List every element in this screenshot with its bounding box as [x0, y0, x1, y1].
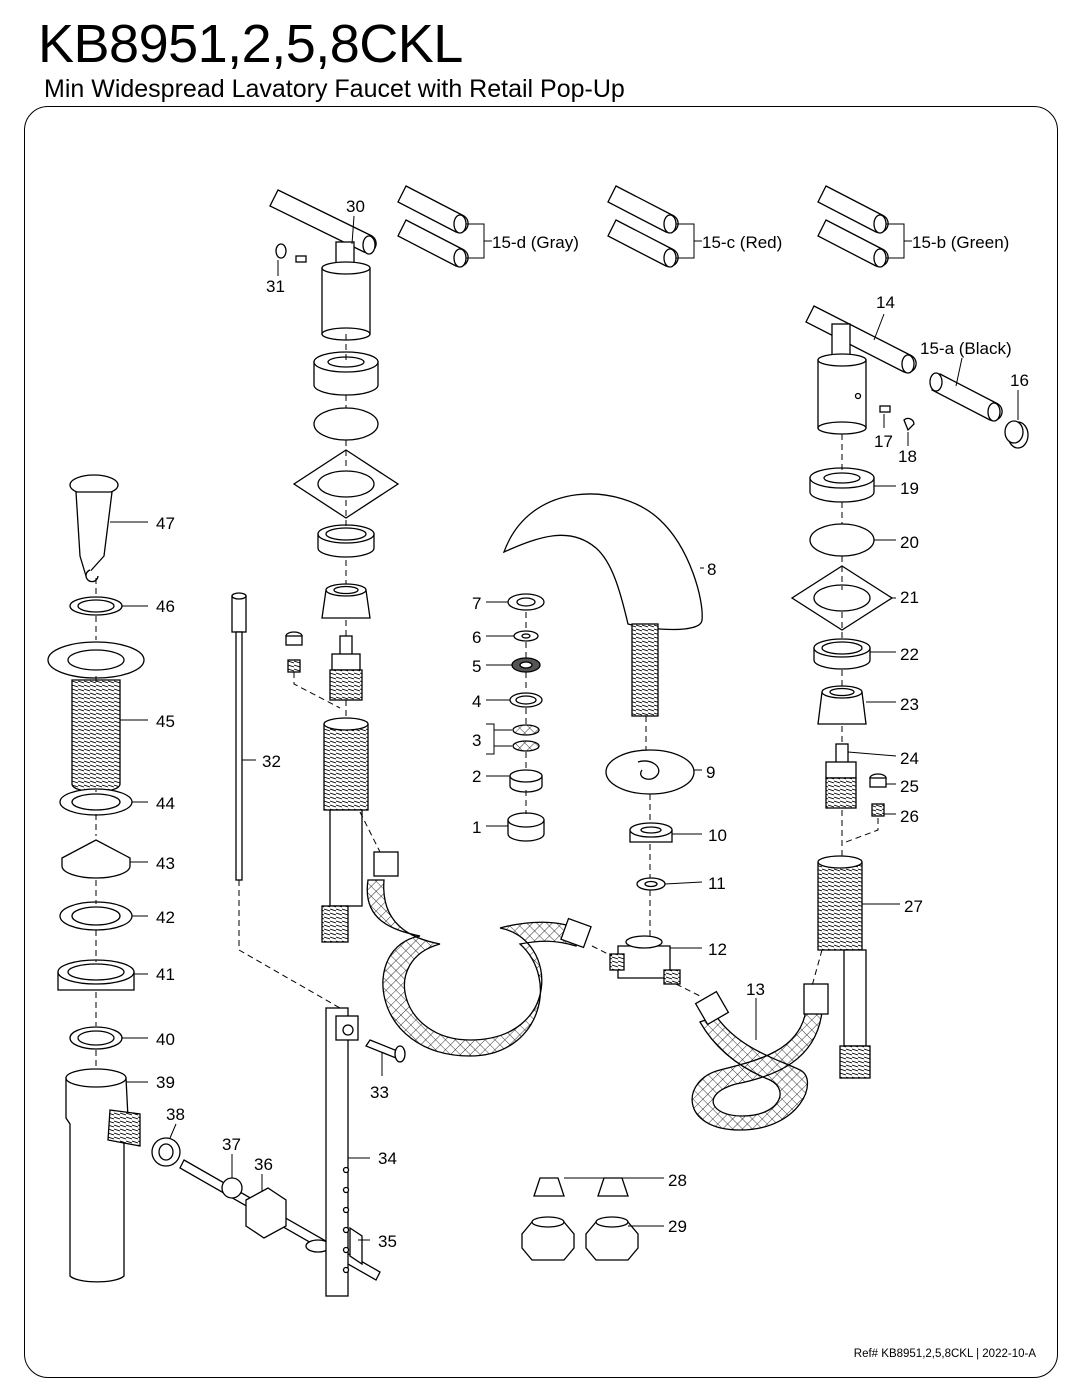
left-escutcheon-ring — [313, 351, 379, 396]
right-screw-cover — [903, 417, 915, 432]
left-handle-screw — [275, 243, 307, 263]
callout-26: 26 — [900, 807, 919, 826]
left-o-ring — [313, 407, 379, 441]
callout-15a: 15-a (Black) — [920, 339, 1012, 358]
page-subtitle: Min Widespread Lavatory Faucet with Reta… — [44, 75, 625, 103]
callout-5: 5 — [472, 657, 481, 676]
callout-44: 44 — [156, 794, 175, 813]
callout-14: 14 — [876, 293, 895, 312]
callout-42: 42 — [156, 908, 175, 927]
right-handle — [805, 305, 917, 435]
right-escutcheon-ring — [809, 467, 875, 503]
handle-rod-gray-pair — [397, 185, 469, 268]
callout-15d: 15-d (Gray) — [492, 233, 579, 252]
callout-8: 8 — [707, 560, 716, 579]
compression-sleeves — [533, 1177, 629, 1197]
drain-stack — [47, 596, 145, 1050]
left-cartridge — [329, 635, 363, 701]
handle-rod-green-pair — [817, 185, 889, 268]
callout-32: 32 — [262, 752, 281, 771]
callout-18: 18 — [898, 447, 917, 466]
callout-46: 46 — [156, 597, 175, 616]
spout-mounting-plate — [605, 749, 695, 795]
callout-9: 9 — [706, 763, 715, 782]
callout-4: 4 — [472, 692, 481, 711]
left-square-gasket — [292, 449, 400, 519]
callout-10: 10 — [708, 826, 727, 845]
callout-17: 17 — [874, 432, 893, 451]
reference-number: Ref# KB8951,2,5,8CKL | 2022-10-A — [853, 1348, 1036, 1360]
tee-connector — [609, 935, 681, 985]
pivot-rod-and-nut — [179, 1159, 381, 1281]
lift-rod — [231, 592, 247, 881]
handle-rod-red-pair — [607, 185, 679, 268]
spout — [502, 493, 703, 717]
right-cartridge — [825, 743, 857, 809]
right-bonnet-nut — [817, 685, 867, 725]
callout-35: 35 — [378, 1232, 397, 1251]
right-valve-body — [817, 855, 871, 1079]
right-set-screw — [879, 405, 891, 413]
supply-hose-right — [691, 983, 829, 1131]
callout-3: 3 — [472, 731, 481, 750]
callout-41: 41 — [156, 965, 175, 984]
clevis-screw — [365, 1039, 406, 1063]
leader-lines — [110, 215, 1019, 1241]
callout-31: 31 — [266, 277, 285, 296]
right-o-ring — [809, 523, 875, 557]
diagram-frame — [24, 106, 1058, 1378]
spring-clip — [349, 1226, 363, 1266]
left-spacer-ring — [317, 524, 375, 558]
callout-7: 7 — [472, 594, 481, 613]
right-spacer-ring — [813, 638, 871, 670]
callout-30: 30 — [346, 197, 365, 216]
right-seat-and-spring — [869, 773, 887, 817]
callout-40: 40 — [156, 1030, 175, 1049]
left-bonnet-nut — [321, 583, 371, 619]
right-square-gasket — [790, 565, 894, 631]
callout-2: 2 — [472, 767, 481, 786]
aerator-parts — [507, 593, 545, 842]
callout-15b: 15-b (Green) — [912, 233, 1009, 252]
callout-27: 27 — [904, 897, 923, 916]
callout-39: 39 — [156, 1073, 175, 1092]
callout-28: 28 — [668, 1171, 687, 1190]
callout-20: 20 — [900, 533, 919, 552]
callout-23: 23 — [900, 695, 919, 714]
callout-12: 12 — [708, 940, 727, 959]
callout-37: 37 — [222, 1135, 241, 1154]
right-handle-cap — [1004, 420, 1029, 449]
callout-16: 16 — [1010, 371, 1029, 390]
spout-nut-and-washer — [629, 822, 673, 891]
callout-24: 24 — [900, 749, 919, 768]
callout-13: 13 — [746, 980, 765, 999]
callout-34: 34 — [378, 1149, 397, 1168]
callout-21: 21 — [900, 588, 919, 607]
callout-29: 29 — [668, 1217, 687, 1236]
callout-6: 6 — [472, 628, 481, 647]
compression-nuts — [521, 1216, 639, 1261]
right-handle-rod-black — [929, 372, 1003, 422]
callout-1: 1 — [472, 818, 481, 837]
callout-36: 36 — [254, 1155, 273, 1174]
alignment-lines — [95, 334, 879, 1070]
callout-38: 38 — [166, 1105, 185, 1124]
page-title: KB8951,2,5,8CKL — [38, 14, 463, 74]
callout-11: 11 — [708, 874, 726, 893]
clevis-strap — [325, 1007, 359, 1297]
callout-19: 19 — [900, 479, 919, 498]
callout-15c: 15-c (Red) — [702, 233, 782, 252]
callout-22: 22 — [900, 645, 919, 664]
left-seat-and-spring — [285, 631, 303, 673]
callout-25: 25 — [900, 777, 919, 796]
callout-45: 45 — [156, 712, 175, 731]
drain-tailpiece — [65, 1068, 181, 1283]
left-valve-body — [321, 717, 369, 943]
pop-up-stopper — [69, 474, 119, 583]
callout-47: 47 — [156, 514, 175, 533]
callout-33: 33 — [370, 1083, 389, 1102]
supply-hose-left — [366, 851, 592, 1057]
callout-43: 43 — [156, 854, 175, 873]
